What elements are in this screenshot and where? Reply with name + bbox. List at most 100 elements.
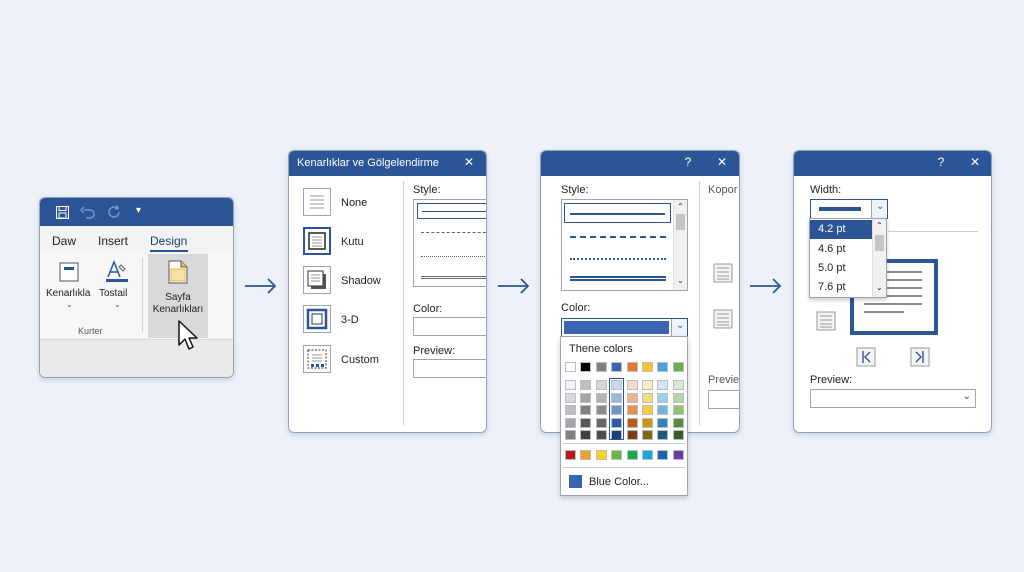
color-shade-swatch[interactable]: [657, 405, 669, 415]
save-icon[interactable]: [56, 206, 69, 219]
border-left-icon[interactable]: [816, 311, 836, 331]
border-left-side-icon[interactable]: [856, 347, 876, 367]
color-shade-swatch[interactable]: [611, 392, 623, 403]
style-option-double[interactable]: [570, 276, 666, 281]
style-list[interactable]: ⌃ ⌄: [561, 199, 688, 291]
setting-custom[interactable]: Custom: [303, 345, 403, 375]
chevron-down-icon[interactable]: ⌄: [962, 391, 971, 402]
scrollbar[interactable]: ⌃ ⌄: [872, 219, 886, 297]
setting-none[interactable]: None: [303, 188, 403, 218]
tab-insert[interactable]: Insert: [98, 234, 129, 248]
page-borders-button[interactable]: Sayfa Kenarlıkları: [148, 254, 208, 338]
color-shade-swatch[interactable]: [657, 417, 669, 428]
color-shade-swatch[interactable]: [565, 392, 576, 403]
style-option-dashed[interactable]: [570, 236, 666, 238]
color-shade-swatch[interactable]: [672, 405, 684, 415]
dropdown-button[interactable]: ⌄: [871, 200, 887, 218]
close-button[interactable]: ✕: [969, 155, 981, 169]
standard-color-swatch[interactable]: [580, 450, 592, 460]
color-shade-swatch[interactable]: [657, 380, 669, 390]
color-swatch[interactable]: [595, 362, 607, 372]
width-option-7-6[interactable]: 7.6 pt: [818, 281, 846, 293]
color-swatch[interactable]: [580, 362, 592, 372]
color-swatch[interactable]: [672, 362, 684, 372]
width-option-5-0[interactable]: 5.0 pt: [818, 262, 846, 274]
color-shade-swatch[interactable]: [642, 380, 653, 390]
standard-color-swatch[interactable]: [611, 450, 623, 460]
help-button[interactable]: ?: [684, 155, 692, 169]
color-shade-swatch[interactable]: [611, 405, 623, 415]
color-shade-swatch[interactable]: [672, 380, 684, 390]
color-shade-swatch[interactable]: [672, 392, 684, 403]
color-shade-swatch[interactable]: [657, 392, 669, 403]
color-dropdown[interactable]: ⌄: [561, 318, 688, 337]
customize-toolbar-icon[interactable]: ▾: [136, 205, 142, 216]
color-shade-swatch[interactable]: [580, 380, 592, 390]
color-shade-swatch[interactable]: [642, 405, 653, 415]
preview-field[interactable]: [708, 390, 739, 409]
standard-color-swatch[interactable]: [626, 450, 638, 460]
width-option-4-2[interactable]: 4.2 pt: [810, 220, 872, 239]
scrollbar[interactable]: ⌃ ⌄: [673, 200, 687, 290]
color-shade-swatch[interactable]: [580, 430, 592, 440]
color-shade-swatch[interactable]: [611, 417, 623, 428]
color-shade-swatch[interactable]: [642, 392, 653, 403]
color-shade-swatch[interactable]: [595, 392, 607, 403]
preview-dropdown[interactable]: ⌄: [810, 389, 976, 408]
color-shade-swatch[interactable]: [580, 417, 592, 428]
color-shade-swatch[interactable]: [626, 392, 638, 403]
standard-color-swatch[interactable]: [642, 450, 653, 460]
color-shade-swatch[interactable]: [657, 430, 669, 440]
tools-button[interactable]: Tostail ⌄: [96, 254, 140, 324]
close-button[interactable]: ✕: [716, 155, 728, 169]
borders-button[interactable]: Kenarlıkla ⌄: [44, 254, 96, 324]
close-button[interactable]: ✕: [463, 155, 475, 169]
chevron-down-icon[interactable]: ⌄: [677, 276, 684, 285]
style-option-dotted[interactable]: [421, 256, 486, 257]
more-colors-button[interactable]: Blue Color...: [567, 473, 683, 491]
color-shade-swatch[interactable]: [611, 380, 623, 390]
color-shade-swatch[interactable]: [580, 405, 592, 415]
color-swatch[interactable]: [657, 362, 669, 372]
color-shade-swatch[interactable]: [565, 405, 576, 415]
style-list[interactable]: [413, 199, 486, 287]
style-option-solid[interactable]: [564, 203, 671, 223]
color-shade-swatch[interactable]: [626, 417, 638, 428]
color-shade-swatch[interactable]: [595, 417, 607, 428]
color-shade-swatch[interactable]: [626, 405, 638, 415]
style-option-double[interactable]: [421, 276, 486, 279]
chevron-up-icon[interactable]: ⌃: [677, 202, 684, 211]
width-option-4-6[interactable]: 4.6 pt: [818, 243, 846, 255]
color-shade-swatch[interactable]: [565, 430, 576, 440]
setting-3d[interactable]: 3-D: [303, 305, 403, 335]
tab-draw[interactable]: Daw: [52, 234, 77, 248]
preview-field[interactable]: [413, 359, 486, 378]
border-bottom-icon[interactable]: [713, 309, 733, 329]
help-button[interactable]: ?: [937, 155, 945, 169]
border-right-side-icon[interactable]: [910, 347, 930, 367]
color-shade-swatch[interactable]: [626, 430, 638, 440]
setting-shadow[interactable]: Shadow: [303, 266, 403, 296]
color-shade-swatch[interactable]: [672, 417, 684, 428]
style-option-dashed[interactable]: [421, 232, 486, 233]
color-swatch[interactable]: [642, 362, 653, 372]
chevron-up-icon[interactable]: ⌃: [876, 221, 883, 230]
color-shade-swatch[interactable]: [565, 380, 576, 390]
width-dropdown[interactable]: ⌄: [810, 199, 888, 219]
style-option-dotted[interactable]: [570, 258, 666, 260]
border-top-icon[interactable]: [713, 263, 733, 283]
color-shade-swatch[interactable]: [565, 417, 576, 428]
color-shade-swatch[interactable]: [595, 380, 607, 390]
standard-color-swatch[interactable]: [565, 450, 576, 460]
color-shade-swatch[interactable]: [595, 405, 607, 415]
color-shade-swatch[interactable]: [580, 392, 592, 403]
dropdown-button[interactable]: ⌄: [671, 319, 687, 336]
style-option-solid[interactable]: [417, 203, 486, 219]
tab-design[interactable]: Design: [150, 234, 188, 248]
color-shade-swatch[interactable]: [672, 430, 684, 440]
color-shade-swatch[interactable]: [595, 430, 607, 440]
color-shade-swatch[interactable]: [626, 380, 638, 390]
color-swatch[interactable]: [626, 362, 638, 372]
color-swatch[interactable]: [611, 362, 623, 372]
chevron-down-icon[interactable]: ⌄: [876, 283, 883, 292]
